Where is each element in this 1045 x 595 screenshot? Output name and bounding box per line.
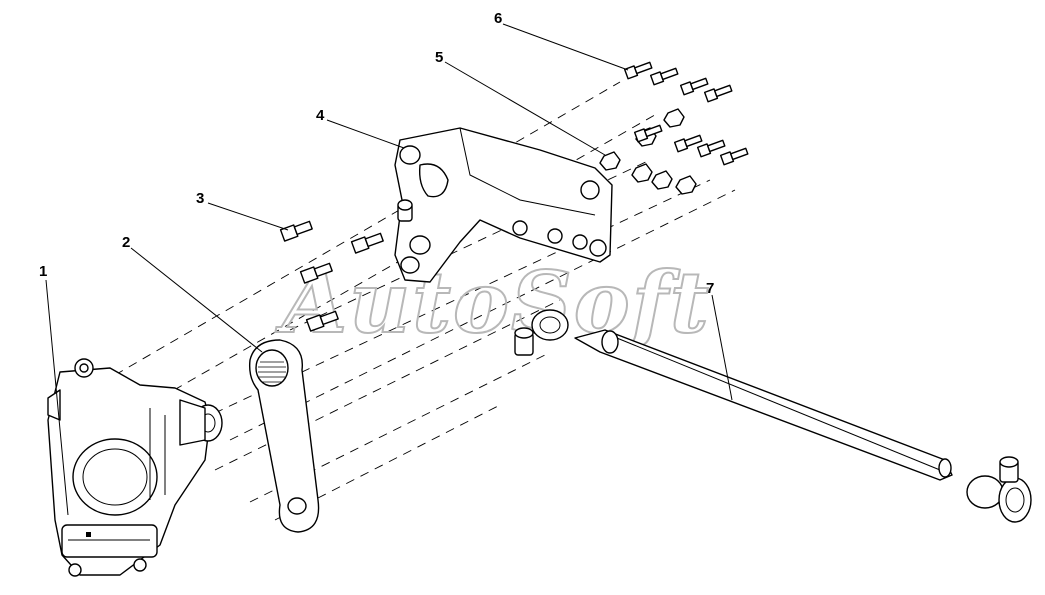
watermark-text: AutoSoft (275, 253, 711, 352)
callout-labels: 1 2 3 4 5 6 7 (39, 10, 714, 297)
nuts (599, 108, 697, 195)
callout-1: 1 (39, 263, 47, 280)
steering-gear-bracket (394, 127, 613, 283)
drag-link (514, 309, 1032, 523)
callout-4: 4 (316, 107, 325, 124)
callout-2: 2 (122, 234, 130, 251)
pitman-arm (248, 339, 320, 533)
bracket-bolts (279, 220, 384, 332)
callout-7: 7 (706, 280, 714, 297)
callout-5: 5 (435, 49, 443, 66)
spline-hatch (258, 361, 286, 383)
assembly-lines (114, 81, 736, 521)
callout-6: 6 (494, 10, 502, 27)
bolts (623, 61, 749, 166)
leader-lines (45, 23, 733, 516)
marker-square (86, 532, 91, 537)
steering-gear-box (47, 358, 223, 577)
callout-3: 3 (196, 190, 204, 207)
